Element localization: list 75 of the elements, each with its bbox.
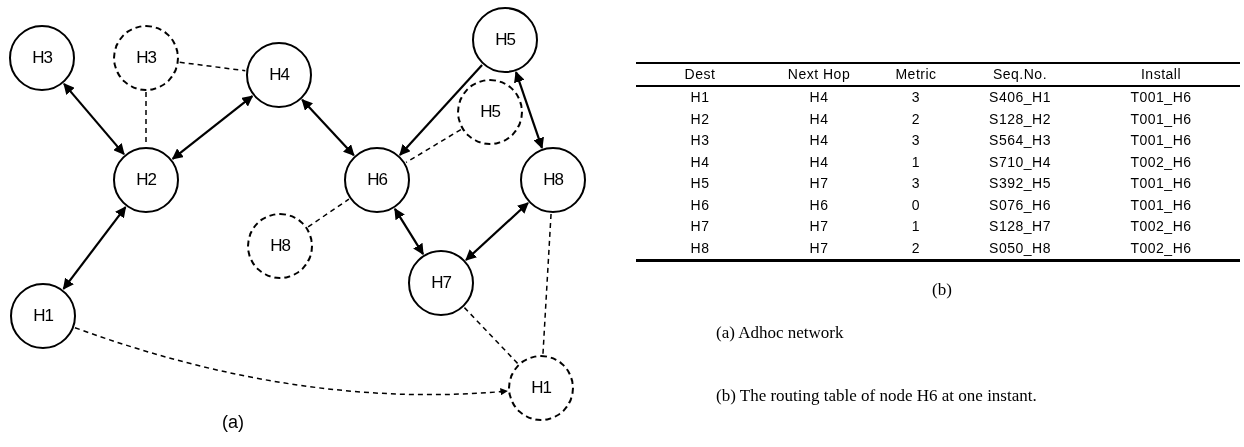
table-cell-text: H5 bbox=[689, 174, 711, 193]
arrow bbox=[394, 207, 424, 256]
table-cell-text: S564_H3 bbox=[988, 131, 1052, 150]
table-cell-text: T001_H6 bbox=[1129, 109, 1193, 129]
node-circle: H4 bbox=[246, 42, 312, 108]
table-cell-text: H7 bbox=[689, 217, 711, 236]
table-cell-text: S076_H6 bbox=[988, 195, 1052, 215]
arrow bbox=[74, 326, 508, 396]
table-cell-text: S128_H7 bbox=[988, 217, 1052, 236]
column-header: Dest bbox=[636, 64, 764, 87]
dashed-node-circle: H5 bbox=[457, 79, 523, 145]
table-cell-text: H7 bbox=[808, 174, 830, 193]
arrow bbox=[171, 95, 254, 160]
table-cell-text: 1 bbox=[910, 152, 922, 172]
table-cell-text: 3 bbox=[910, 88, 922, 107]
table-cell-text: T001_H6 bbox=[1129, 195, 1193, 215]
link-line bbox=[307, 198, 350, 228]
table-cell-text: H4 bbox=[808, 152, 830, 172]
dashed-node-circle: H3 bbox=[113, 25, 179, 91]
link-line bbox=[405, 128, 462, 164]
subfigure-label: (b) bbox=[932, 280, 952, 300]
table-cell-text: 3 bbox=[910, 131, 922, 150]
node-circle: H5 bbox=[472, 7, 538, 73]
caption-text: (a) Adhoc network bbox=[716, 323, 844, 343]
table-cell-text: H6 bbox=[808, 195, 830, 215]
node-circle: H7 bbox=[408, 250, 474, 316]
table-cell-text: H4 bbox=[808, 131, 830, 150]
table-cell-text: 0 bbox=[910, 195, 922, 215]
dashed-node-circle: H1 bbox=[508, 355, 574, 421]
node-circle: H8 bbox=[520, 147, 586, 213]
table-cell-text: S050_H8 bbox=[988, 238, 1052, 258]
node-circle: H1 bbox=[10, 283, 76, 349]
node-circle: H2 bbox=[113, 147, 179, 213]
table-cell-text: T001_H6 bbox=[1129, 88, 1193, 107]
arrow bbox=[465, 202, 529, 261]
table-cell-text: H4 bbox=[808, 109, 830, 129]
column-header: Seq.No. bbox=[958, 64, 1082, 87]
table-cell-text: 3 bbox=[910, 174, 922, 193]
caption-text: (b) The routing table of node H6 at one instant. bbox=[716, 386, 1037, 406]
table-cell-text: H8 bbox=[689, 238, 711, 258]
link-line bbox=[542, 213, 552, 355]
table-cell-text: S128_H2 bbox=[988, 109, 1052, 129]
arrow bbox=[301, 99, 355, 156]
arrow bbox=[514, 71, 544, 149]
table-cell-text: 2 bbox=[910, 109, 922, 129]
table-cell-text: T002_H6 bbox=[1129, 217, 1193, 236]
table-cell-text: H4 bbox=[808, 88, 830, 107]
table-cell-text: H4 bbox=[689, 152, 711, 172]
table-cell-text: H7 bbox=[808, 238, 830, 258]
column-header: Install bbox=[1082, 64, 1240, 87]
table-cell-text: S710_H4 bbox=[988, 152, 1052, 172]
dashed-node-circle: H8 bbox=[247, 213, 313, 279]
arrow bbox=[62, 206, 127, 290]
node-circle: H3 bbox=[9, 25, 75, 91]
table-cell-text: T001_H6 bbox=[1129, 131, 1193, 150]
table-cell-text: H1 bbox=[689, 88, 711, 107]
link-line bbox=[179, 61, 246, 72]
table-cell-text: H2 bbox=[689, 109, 711, 129]
table-cell-text: T002_H6 bbox=[1129, 152, 1193, 172]
table-cell-text: 2 bbox=[910, 238, 922, 258]
node-circle: H6 bbox=[344, 147, 410, 213]
table-cell-text: H3 bbox=[689, 131, 711, 150]
table-cell-text: S392_H5 bbox=[988, 174, 1052, 193]
table-cell-text: T002_H6 bbox=[1129, 238, 1193, 258]
subfigure-label: (a) bbox=[222, 412, 244, 433]
table-cell-text: 1 bbox=[910, 217, 922, 236]
column-header: Next Hop bbox=[764, 64, 874, 87]
table-cell-text: H7 bbox=[808, 217, 830, 236]
arrow bbox=[63, 83, 125, 155]
arrow bbox=[399, 64, 483, 156]
table-cell-text: H6 bbox=[689, 195, 711, 215]
table-cell-text: T001_H6 bbox=[1129, 174, 1193, 193]
column-header: Metric bbox=[874, 64, 958, 87]
link-line bbox=[463, 306, 519, 365]
table-cell-text: S406_H1 bbox=[988, 88, 1052, 107]
